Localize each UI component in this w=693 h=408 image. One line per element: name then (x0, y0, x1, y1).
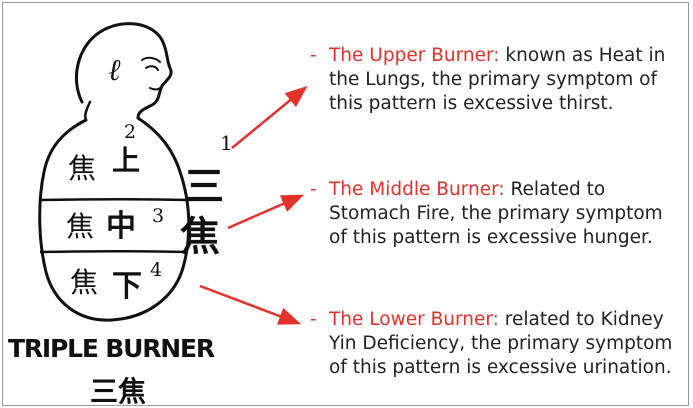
lower-burner-note: - The Lower Burner: related to Kidney Yi… (310, 308, 682, 380)
arrow-to-upper-burner (232, 88, 305, 148)
side-char-top: 三 (184, 163, 224, 210)
upper-burner-heading: The Upper Burner: (329, 45, 500, 66)
ear-glyph: ℓ (108, 53, 121, 88)
lower-burner-char-left: 焦 (70, 266, 98, 299)
lower-burner-char-right: 下 (112, 269, 142, 304)
caption-english: TRIPLE BURNER (8, 334, 214, 363)
note-body: The Upper Burner: known as Heat in the L… (329, 44, 682, 116)
region-number-2: 2 (124, 121, 136, 143)
upper-middle-divider (40, 199, 188, 200)
arrow-to-middle-burner (228, 196, 301, 228)
middle-burner-heading: The Middle Burner: (329, 179, 505, 200)
note-dash: - (310, 178, 317, 202)
middle-burner-char-left: 焦 (66, 210, 94, 243)
middle-burner-note: - The Middle Burner: Related to Stomach … (310, 178, 682, 250)
mouth-line (150, 88, 160, 90)
middle-lower-divider (40, 251, 188, 252)
side-char-bottom: 焦 (180, 213, 220, 260)
head-outline: ℓ (76, 24, 171, 120)
eyebrow-line (142, 58, 160, 62)
region-number-3: 3 (152, 205, 164, 227)
note-dash: - (310, 44, 317, 68)
neck-back-line (85, 102, 90, 120)
upper-burner-char-right: 上 (112, 144, 140, 177)
arrow-to-lower-burner (200, 286, 298, 323)
eye-line (146, 66, 158, 70)
region-number-1: 1 (220, 131, 233, 155)
upper-burner-char-left: 焦 (68, 152, 96, 185)
caption-chinese: 三焦 (90, 370, 146, 408)
lower-burner-heading: The Lower Burner: (329, 309, 499, 330)
note-body: The Middle Burner: Related to Stomach Fi… (329, 178, 682, 250)
upper-burner-note: - The Upper Burner: known as Heat in the… (310, 44, 682, 116)
note-body: The Lower Burner: related to Kidney Yin … (329, 308, 682, 380)
middle-burner-char-right: 中 (106, 209, 136, 244)
note-dash: - (310, 308, 317, 332)
head-profile-line (76, 24, 171, 118)
region-number-4: 4 (150, 259, 162, 281)
